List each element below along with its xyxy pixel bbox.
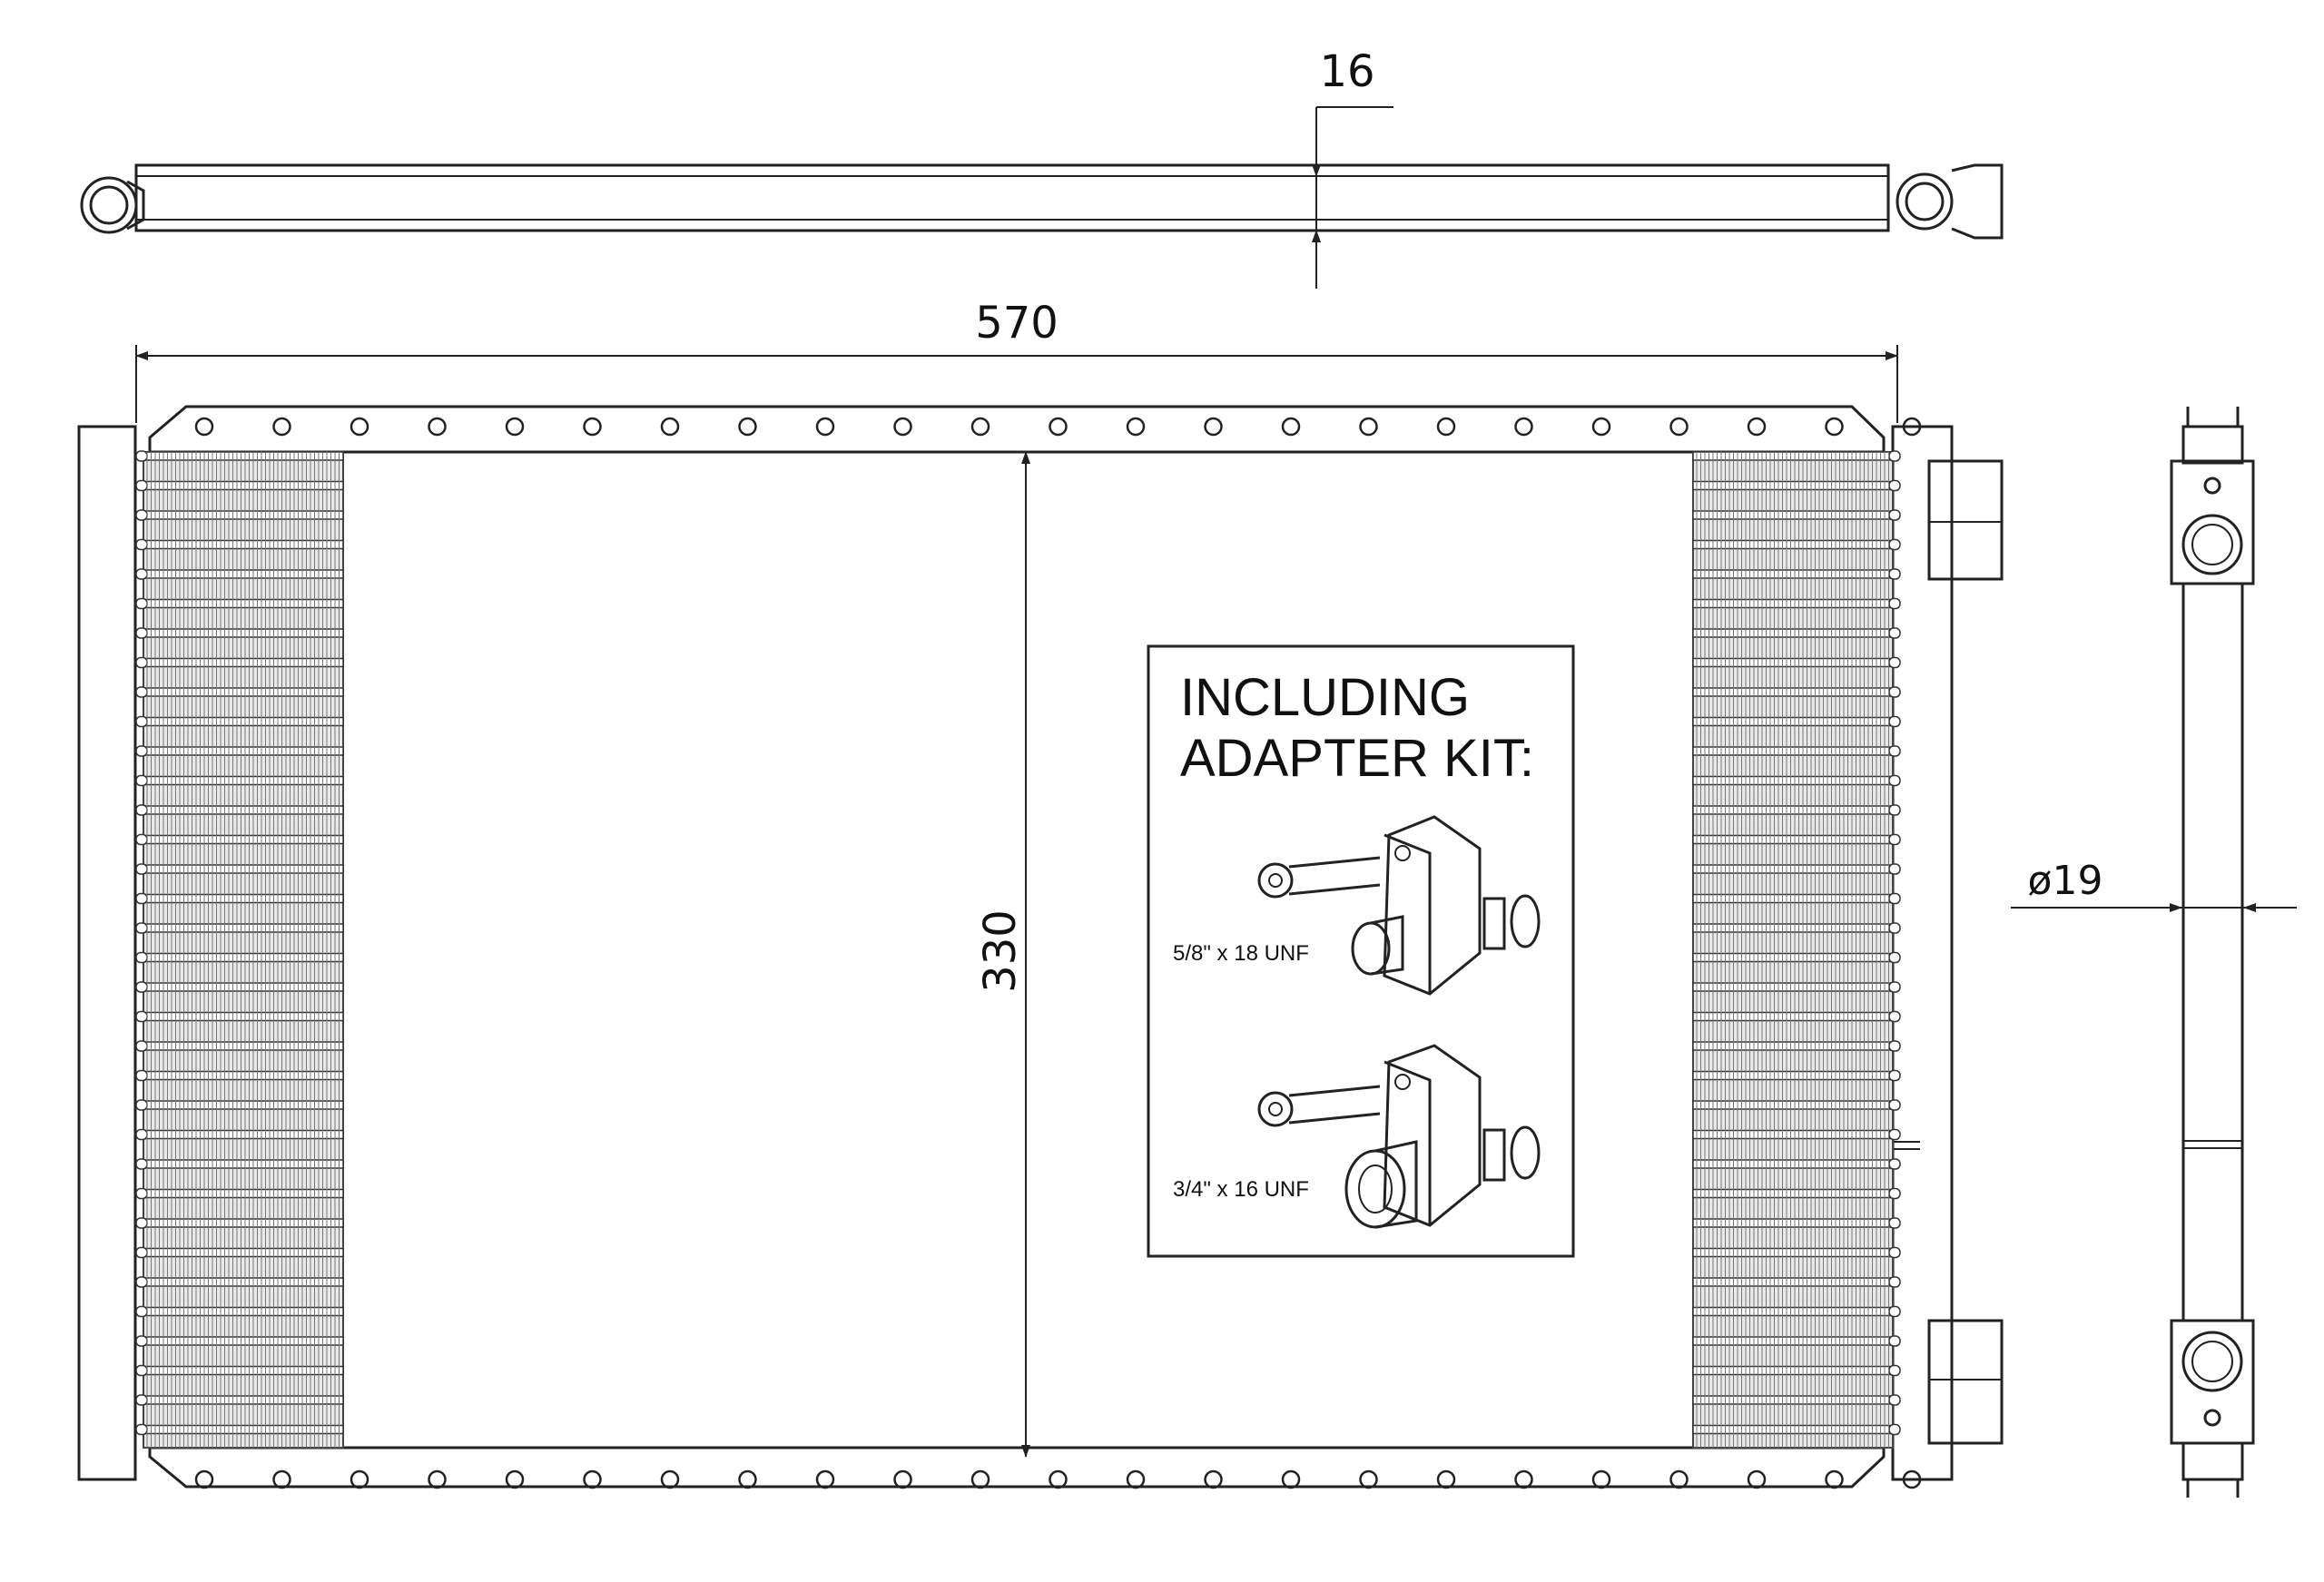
mounting-hole: [970, 417, 990, 437]
mounting-hole: [194, 417, 214, 437]
mounting-hole: [1825, 417, 1844, 437]
mounting-hole: [505, 1469, 525, 1489]
mounting-hole: [1281, 417, 1301, 437]
mounting-hole: [1591, 417, 1611, 437]
mounting-hole: [738, 1469, 757, 1489]
top-view: [80, 106, 2004, 289]
mounting-hole: [1126, 417, 1146, 437]
mounting-hole: [1204, 417, 1223, 437]
mounting-hole: [1669, 1469, 1689, 1489]
mounting-hole: [1359, 417, 1378, 437]
mounting-hole: [1126, 1469, 1146, 1489]
mounting-hole: [350, 417, 369, 437]
width-dimension-label: 570: [975, 298, 1059, 349]
mounting-hole: [893, 1469, 912, 1489]
mounting-hole: [428, 417, 447, 437]
mounting-hole: [1436, 417, 1456, 437]
adapter-fitting-1: [1257, 815, 1541, 996]
mounting-hole: [1747, 417, 1767, 437]
mounting-hole: [272, 1469, 291, 1489]
mounting-hole: [1436, 1469, 1456, 1489]
left-fin-pack: [135, 450, 344, 1449]
mounting-hole: [1747, 1469, 1767, 1489]
mounting-hole: [1049, 417, 1068, 437]
mounting-hole: [1591, 1469, 1611, 1489]
mounting-hole: [970, 1469, 990, 1489]
top-rail-mounting-holes: [194, 417, 1922, 437]
mounting-hole: [738, 417, 757, 437]
mounting-hole: [505, 417, 525, 437]
mounting-hole: [428, 1469, 447, 1489]
mounting-hole: [1514, 417, 1533, 437]
diameter-dimension-label: ø19: [2028, 858, 2103, 904]
side-view: [2011, 407, 2297, 1498]
fitting-2-thread-label: 3/4" x 16 UNF: [1173, 1177, 1309, 1202]
mounting-hole: [1204, 1469, 1223, 1489]
mounting-hole: [583, 417, 602, 437]
mounting-hole: [815, 1469, 835, 1489]
adapter-kit-title-line1: INCLUDING: [1180, 668, 1470, 727]
mounting-hole: [350, 1469, 369, 1489]
mounting-hole: [1825, 1469, 1844, 1489]
height-dimension-label: 330: [975, 909, 1026, 993]
mounting-hole: [893, 417, 912, 437]
front-view: [77, 345, 2004, 1489]
mounting-hole: [1281, 1469, 1301, 1489]
adapter-fitting-2: [1257, 1044, 1541, 1229]
mounting-hole: [1359, 1469, 1378, 1489]
adapter-kit-box: [1147, 644, 1575, 1258]
mounting-hole: [194, 1469, 214, 1489]
fitting-1-thread-label: 5/8" x 18 UNF: [1173, 941, 1309, 966]
right-fin-pack: [1692, 450, 1901, 1449]
adapter-kit-title-line2: ADAPTER KIT:: [1180, 729, 1534, 788]
mounting-hole: [1049, 1469, 1068, 1489]
bottom-rail-mounting-holes: [194, 1469, 1922, 1489]
thickness-dimension-label: 16: [1319, 46, 1374, 97]
mounting-hole: [1514, 1469, 1533, 1489]
mounting-hole: [272, 417, 291, 437]
mounting-hole: [1669, 417, 1689, 437]
mounting-hole: [660, 1469, 680, 1489]
mounting-hole: [660, 417, 680, 437]
mounting-hole: [815, 417, 835, 437]
mounting-hole: [583, 1469, 602, 1489]
